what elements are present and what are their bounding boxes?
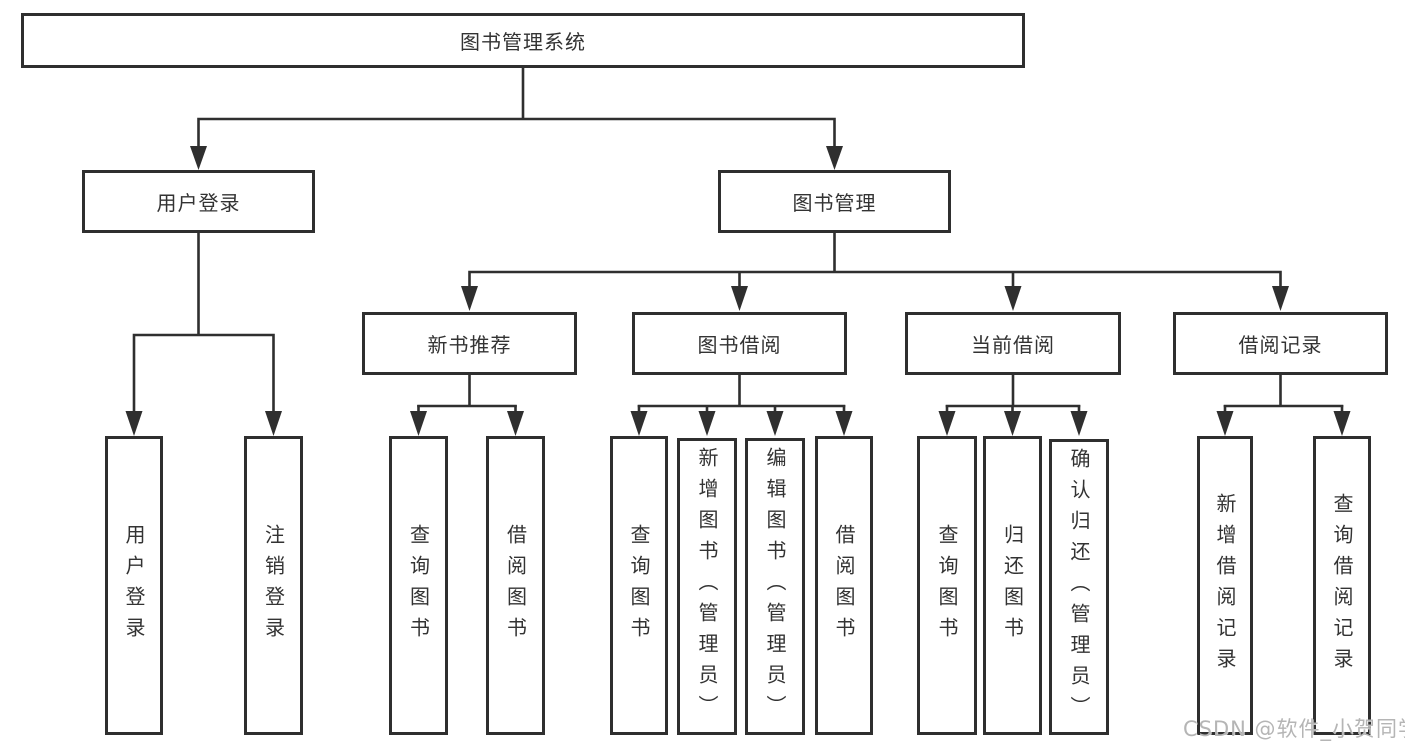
- leaf-borrowing-add: 新增图书（管理员）: [677, 438, 737, 735]
- node-new-book-rec-label: 新书推荐: [427, 333, 512, 357]
- leaf-borrowing-edit: 编辑图书（管理员）: [745, 438, 805, 735]
- node-root-label: 图书管理系统: [460, 30, 586, 54]
- leaf-current-query: 查询图书: [917, 436, 977, 735]
- node-new-book-rec: 新书推荐: [362, 312, 577, 375]
- leaf-borrowing-borrow: 借阅图书: [815, 436, 873, 735]
- node-borrow-records-label: 借阅记录: [1238, 333, 1323, 357]
- leaf-borrowing-edit-label: 编辑图书（管理员）: [763, 447, 787, 726]
- node-user-login: 用户登录: [82, 170, 315, 233]
- leaf-newbook-query: 查询图书: [389, 436, 448, 735]
- leaf-current-confirm-label: 确认归还（管理员）: [1067, 447, 1091, 727]
- leaf-newbook-query-label: 查询图书: [406, 523, 431, 648]
- leaf-logout: 注销登录: [244, 436, 303, 735]
- node-book-borrowing: 图书借阅: [632, 312, 847, 375]
- node-borrow-records: 借阅记录: [1173, 312, 1388, 375]
- node-current-borrowing: 当前借阅: [905, 312, 1121, 375]
- leaf-borrowing-add-label: 新增图书（管理员）: [695, 447, 719, 726]
- watermark-text: CSDN @软件_小贺同学: [1183, 717, 1405, 741]
- node-book-mgmt: 图书管理: [718, 170, 951, 233]
- arrowheads: [125, 146, 1351, 436]
- node-book-mgmt-label: 图书管理: [792, 191, 877, 215]
- leaf-newbook-borrow: 借阅图书: [486, 436, 545, 735]
- leaf-current-return: 归还图书: [983, 436, 1042, 735]
- leaf-records-query: 查询借阅记录: [1313, 436, 1371, 735]
- leaf-borrowing-borrow-label: 借阅图书: [832, 523, 856, 648]
- node-book-borrowing-label: 图书借阅: [697, 333, 782, 357]
- node-root: 图书管理系统: [21, 13, 1025, 68]
- leaf-newbook-borrow-label: 借阅图书: [503, 523, 528, 648]
- leaf-records-add-label: 新增借阅记录: [1213, 492, 1237, 679]
- node-user-login-label: 用户登录: [156, 191, 241, 215]
- leaf-borrowing-query: 查询图书: [610, 436, 668, 735]
- leaf-records-add: 新增借阅记录: [1197, 436, 1253, 735]
- leaf-current-query-label: 查询图书: [935, 523, 959, 648]
- node-current-borrowing-label: 当前借阅: [971, 333, 1055, 357]
- leaf-current-return-label: 归还图书: [1000, 523, 1025, 648]
- leaf-user-login: 用户登录: [105, 436, 163, 735]
- leaf-user-login-label: 用户登录: [122, 523, 146, 648]
- leaf-borrowing-query-label: 查询图书: [627, 523, 651, 648]
- leaf-current-confirm: 确认归还（管理员）: [1049, 439, 1109, 735]
- leaf-logout-label: 注销登录: [261, 523, 286, 648]
- leaf-records-query-label: 查询借阅记录: [1330, 492, 1354, 679]
